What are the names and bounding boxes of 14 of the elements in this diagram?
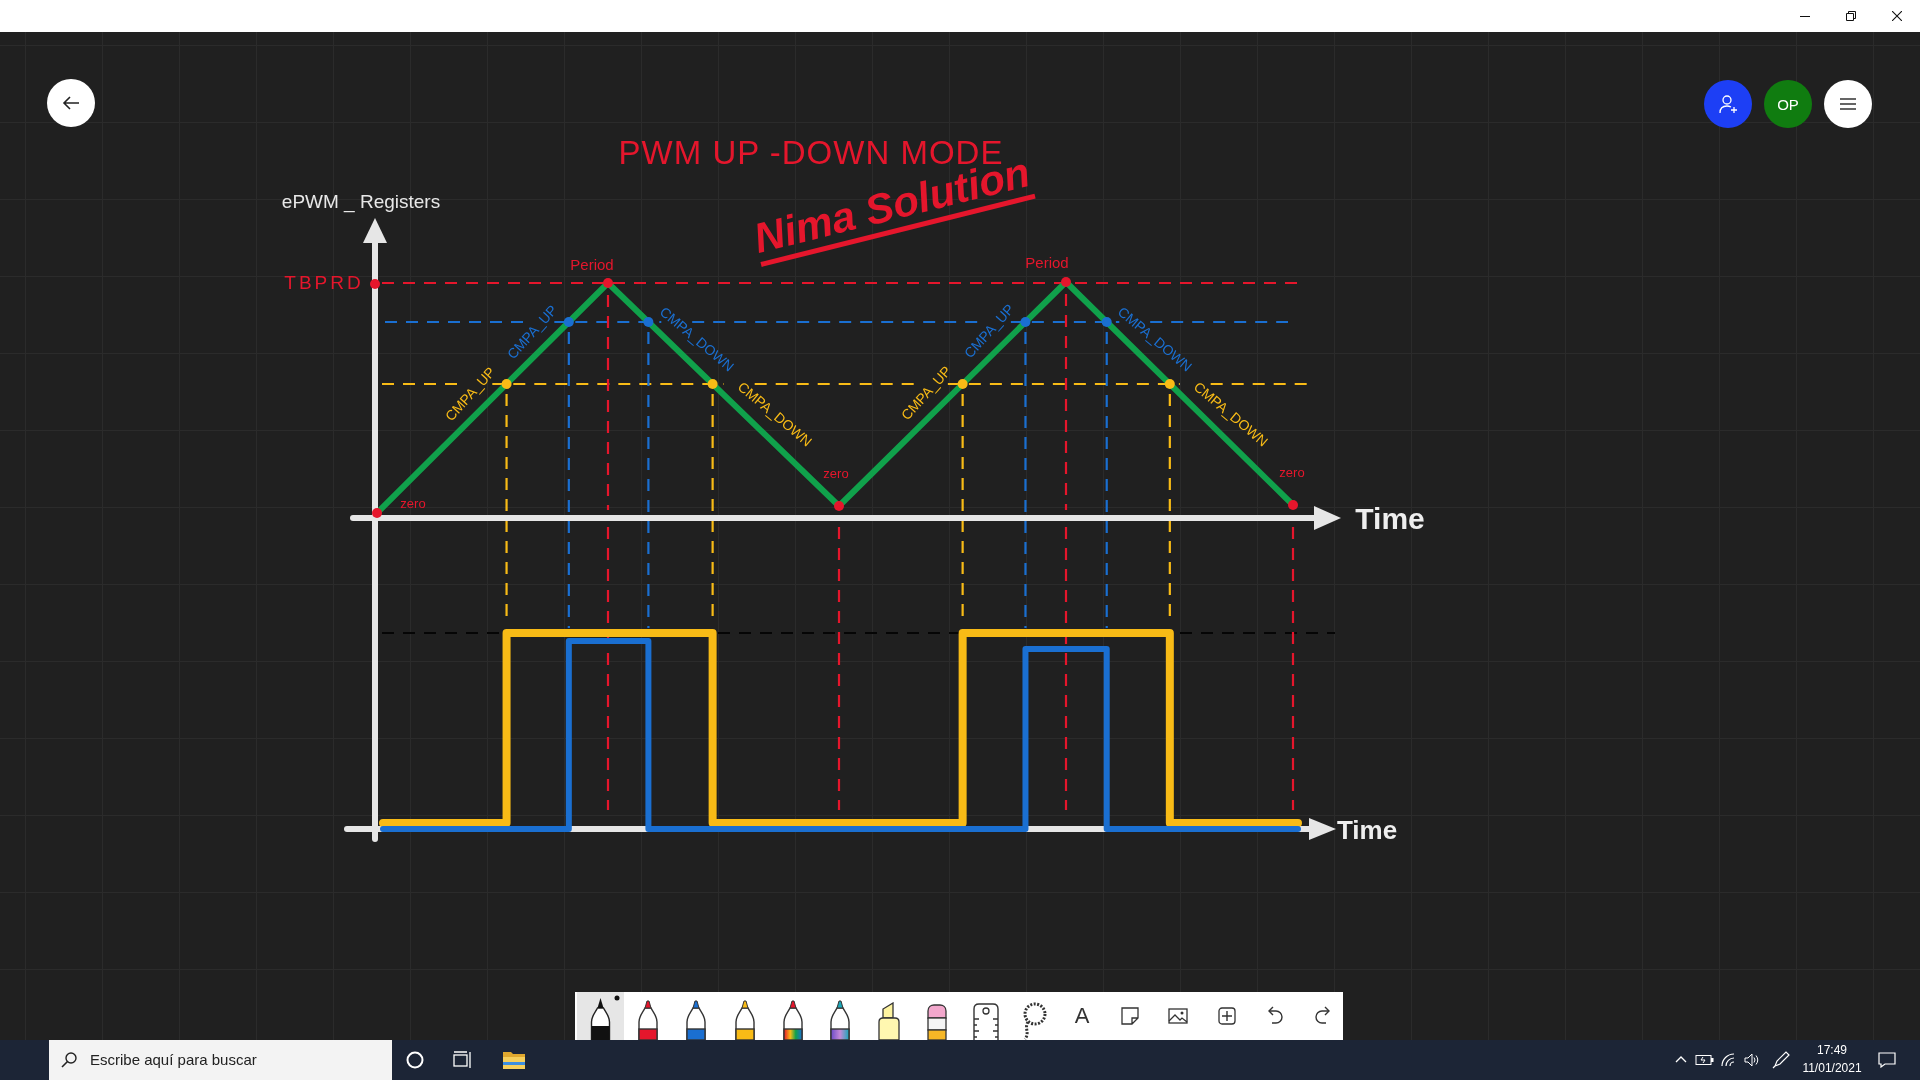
- text-tool-label: A: [1074, 1003, 1090, 1029]
- point-label: zero: [823, 466, 849, 482]
- search-field: Escribe aquí para buscar: [49, 1040, 392, 1080]
- point-label: zero: [1279, 465, 1305, 481]
- axis-label: Time: [1355, 501, 1425, 537]
- point-label: Period: [1025, 254, 1069, 272]
- point-label: Period: [570, 256, 614, 274]
- clock-time: 17:49: [1817, 1043, 1847, 1058]
- level-label: TBPRD: [284, 272, 364, 294]
- point-label: zero: [400, 496, 426, 512]
- user-avatar: OP: [1764, 80, 1812, 128]
- clock-date: 11/01/2021: [1802, 1061, 1862, 1076]
- axis-label: Time: [1336, 816, 1398, 846]
- axis-title: ePWM _ Registers: [281, 191, 441, 213]
